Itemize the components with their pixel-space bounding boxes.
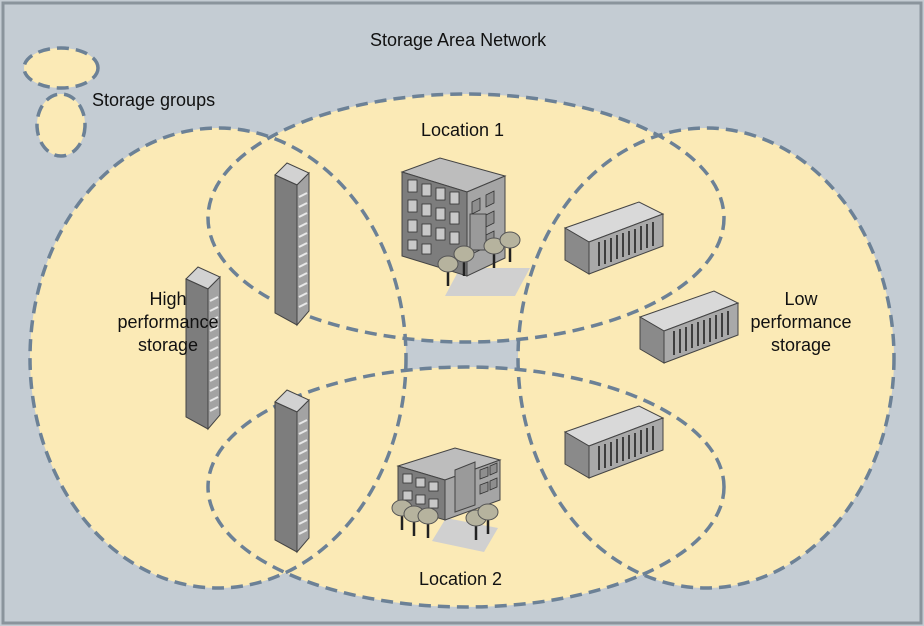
high-performance-line: storage xyxy=(137,335,199,355)
high-performance-line: performance xyxy=(117,312,219,332)
office-building-icon xyxy=(400,157,530,296)
low-performance-line: storage xyxy=(770,335,832,355)
tower-server-icon xyxy=(274,389,310,553)
diagram-title: Storage Area Network xyxy=(370,30,547,50)
tower-server-icon xyxy=(274,162,310,326)
low-performance-line: performance xyxy=(750,312,852,332)
low-performance-label: Low performance storage xyxy=(741,288,861,357)
high-performance-label: High performance storage xyxy=(108,288,228,357)
location-1-label: Location 1 xyxy=(421,120,505,140)
high-performance-line: High xyxy=(149,289,187,309)
low-performance-line: Low xyxy=(784,289,818,309)
location-2-label: Location 2 xyxy=(419,569,503,589)
legend-label: Storage groups xyxy=(92,90,216,110)
